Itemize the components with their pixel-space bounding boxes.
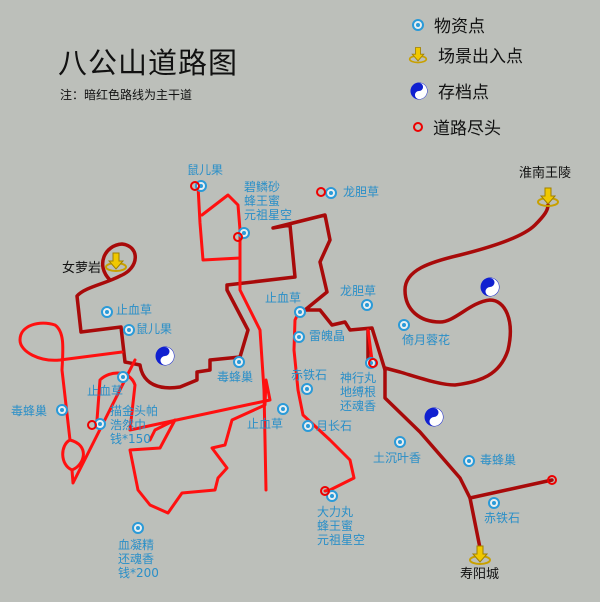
- main-roads: [75, 203, 554, 550]
- map-note: 注：暗红色路线为主干道: [60, 88, 193, 102]
- item-point-icon[interactable]: [325, 187, 337, 199]
- item-point-icon: [412, 18, 424, 31]
- road-central: [238, 243, 268, 492]
- scene-entrance-icon[interactable]: [468, 544, 492, 566]
- item-point-icon[interactable]: [398, 319, 410, 331]
- scene-entrance-icon: [408, 46, 428, 63]
- item-label: 土沉叶香: [373, 451, 422, 465]
- item-point-icon[interactable]: [293, 331, 305, 343]
- save-point-icon[interactable]: [155, 346, 175, 366]
- item-label: 止血草: [87, 384, 124, 398]
- road-end-icon: [547, 475, 557, 485]
- scene-entrance-icon[interactable]: [104, 251, 128, 273]
- item-label: 描金头帕 浩然巾 钱*150: [110, 404, 159, 446]
- exit-label: 女萝岩: [62, 261, 102, 276]
- road-end-icon: [316, 187, 326, 197]
- item-label: 碧鳞砂 蜂王蜜 元祖星空: [244, 180, 293, 222]
- road-kanxing: [366, 328, 374, 362]
- item-label: 赤铁石: [291, 368, 328, 382]
- item-label: 龙胆草: [340, 284, 377, 298]
- item-point-icon[interactable]: [302, 420, 314, 432]
- item-label: 雷魄晶: [309, 329, 346, 343]
- save-point-icon[interactable]: [424, 407, 444, 427]
- item-label: 神行丸 地缚根 还魂香: [340, 371, 377, 413]
- exit-label: 淮南王陵: [519, 166, 572, 181]
- item-point-icon[interactable]: [463, 455, 475, 467]
- item-label: 止血草: [116, 303, 153, 317]
- item-label: 龙胆草: [343, 185, 380, 199]
- yin-yang-icon: [410, 81, 428, 100]
- item-point-icon[interactable]: [301, 383, 313, 395]
- main-road-east-loop: [383, 203, 550, 387]
- item-label: 毒蜂巢: [11, 404, 48, 418]
- item-point-icon[interactable]: [233, 356, 245, 368]
- legend-item-save: 存档点: [410, 78, 489, 103]
- item-label: 赤铁石: [484, 511, 521, 525]
- item-label: 倚月蓉花: [402, 333, 451, 347]
- item-point-icon[interactable]: [123, 324, 135, 336]
- legend-label: 道路尽头: [433, 119, 501, 139]
- item-label: 止血草: [265, 291, 302, 305]
- legend-label: 存档点: [438, 83, 489, 103]
- road-end-icon: [320, 486, 330, 496]
- item-label: 鼠儿果: [187, 163, 224, 177]
- legend-item-road-end: 道路尽头: [413, 114, 501, 139]
- exit-label: 寿阳城: [460, 567, 500, 582]
- main-road-west: [75, 213, 387, 390]
- road-end-icon: [190, 181, 200, 191]
- item-point-icon[interactable]: [277, 403, 289, 415]
- item-point-icon[interactable]: [132, 522, 144, 534]
- item-label: 止血草: [247, 417, 284, 431]
- item-point-icon[interactable]: [361, 299, 373, 311]
- map-title: 八公山道路图: [58, 46, 239, 80]
- road-end-icon: [233, 232, 243, 242]
- item-label: 血凝精 还魂香 钱*200: [118, 538, 159, 580]
- item-label: 毒蜂巢: [480, 453, 517, 467]
- legend-item-entrance: 场景出入点: [408, 42, 523, 67]
- main-road-to-shouyang-end: [468, 478, 554, 500]
- road-end-icon: [413, 121, 423, 132]
- scene-entrance-icon[interactable]: [536, 186, 560, 208]
- main-road-south: [383, 368, 482, 550]
- item-point-icon[interactable]: [394, 436, 406, 448]
- road-southwest-block: [95, 371, 272, 515]
- legend-label: 场景出入点: [438, 47, 523, 67]
- save-point-icon[interactable]: [480, 277, 500, 297]
- item-point-icon[interactable]: [294, 306, 306, 318]
- item-point-icon[interactable]: [101, 306, 113, 318]
- item-label: 鼠儿果: [136, 322, 173, 336]
- item-point-icon[interactable]: [56, 404, 68, 416]
- item-label: 月长石: [316, 419, 353, 433]
- road-end-icon: [368, 358, 378, 368]
- road-north-hill: [196, 184, 242, 262]
- item-point-icon[interactable]: [488, 497, 500, 509]
- item-label: 大力丸 蜂王蜜 元祖星空: [317, 505, 366, 547]
- road-west-loop: [18, 321, 137, 485]
- item-point-icon[interactable]: [117, 371, 129, 383]
- legend-label: 物资点: [434, 17, 485, 37]
- item-label: 毒蜂巢: [217, 370, 254, 384]
- road-end-icon: [87, 420, 97, 430]
- secondary-roads: [18, 184, 374, 515]
- legend-item-supply: 物资点: [412, 12, 485, 37]
